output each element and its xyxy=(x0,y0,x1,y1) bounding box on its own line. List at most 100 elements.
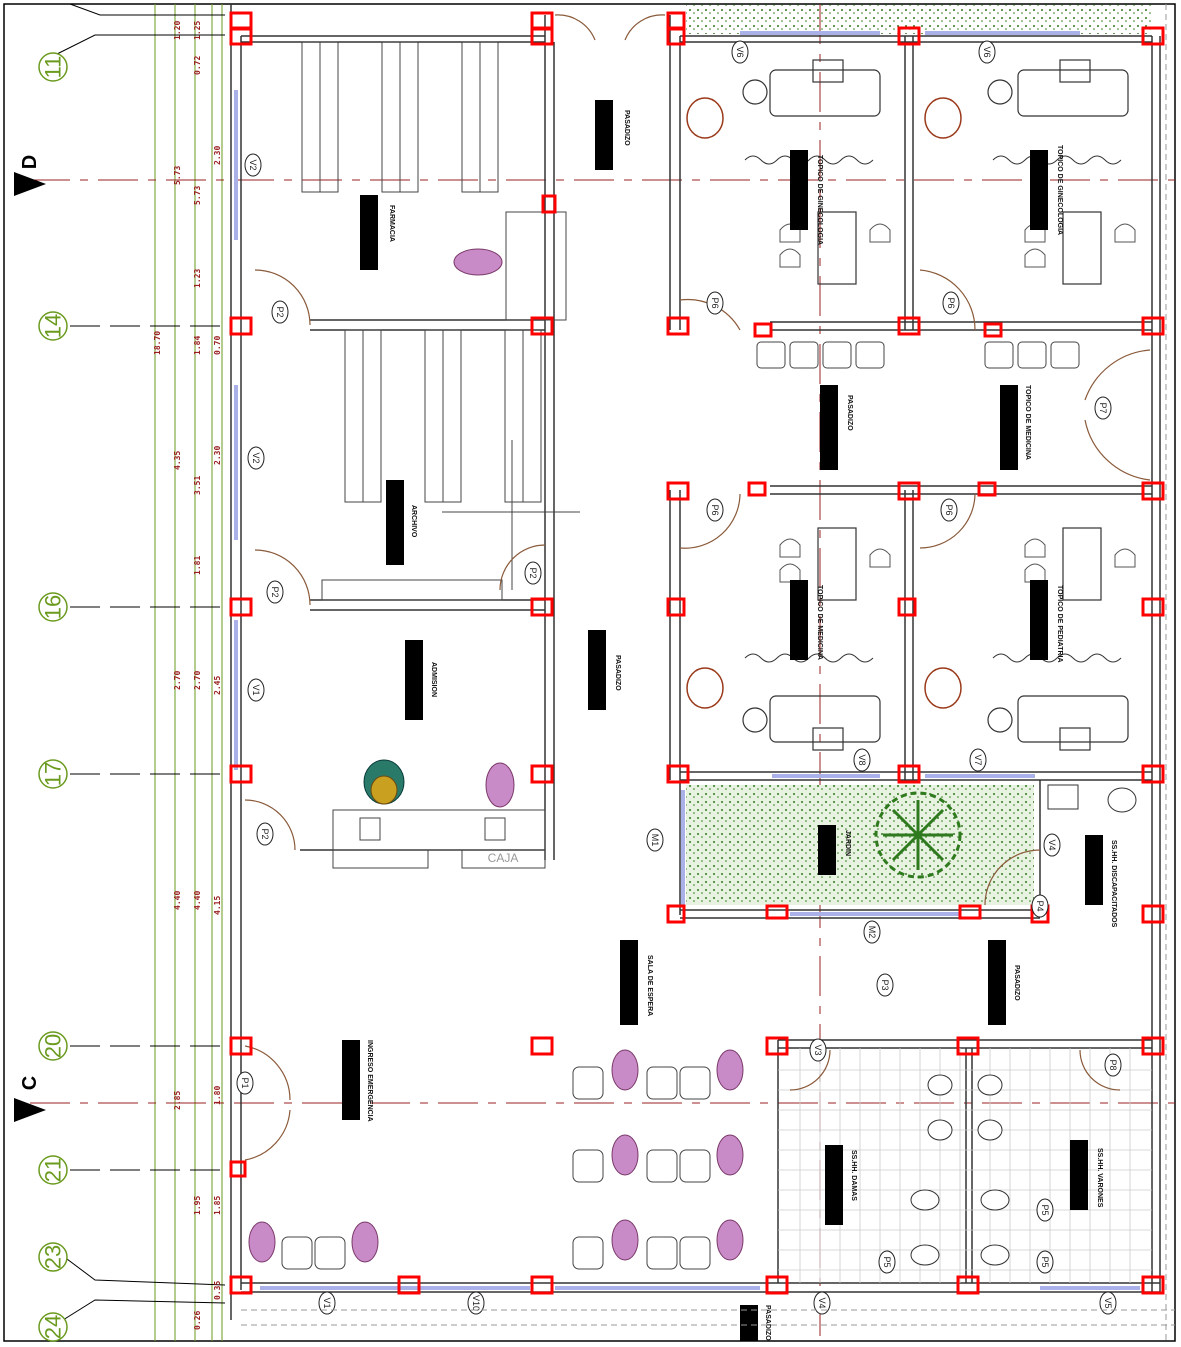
svg-text:P4: P4 xyxy=(1035,900,1045,911)
dimension-texts: 18.70 1.20 5.73 4.35 2.70 4.40 2.85 1.25… xyxy=(153,21,222,1330)
label-topico-ginecologia-2: TOPICO DE GINECOLOGIA xyxy=(1056,145,1063,235)
grid-leaders xyxy=(54,3,226,1326)
svg-text:2.70: 2.70 xyxy=(193,671,202,690)
svg-text:P7: P7 xyxy=(1098,402,1108,413)
section-marker-d: D xyxy=(14,155,46,196)
grid-bubble-14: 14 xyxy=(38,311,68,341)
svg-text:C: C xyxy=(19,1076,41,1090)
label-sshh-discapacitados: SS.HH. DISCAPACITADOS xyxy=(1110,840,1117,928)
window-tags: V2 V2 V1 V6 V6 V8 V7 M1 M2 V4 V3 V1 V10 … xyxy=(244,40,1117,1315)
window-tag-m2: M2 xyxy=(863,920,881,944)
grid-bubbles: 11 14 16 17 20 21 23 24 xyxy=(38,52,68,1342)
svg-text:1.80: 1.80 xyxy=(213,1086,222,1105)
svg-text:0.70: 0.70 xyxy=(213,336,222,355)
svg-text:20: 20 xyxy=(41,1034,66,1058)
admision-staff xyxy=(363,759,405,805)
door-tag-p6-c: P6 xyxy=(706,498,724,522)
svg-text:V6: V6 xyxy=(982,46,992,57)
door-tag-p8: P8 xyxy=(1104,1053,1122,1077)
svg-text:24: 24 xyxy=(41,1315,66,1339)
svg-text:18.70: 18.70 xyxy=(153,331,162,355)
svg-text:1.84: 1.84 xyxy=(193,336,202,355)
svg-text:V2: V2 xyxy=(251,452,261,463)
svg-text:11: 11 xyxy=(41,56,66,79)
window-tag-v3: V3 xyxy=(809,1038,827,1062)
sheet-border xyxy=(3,3,1176,1342)
door-swings xyxy=(244,14,1151,1161)
svg-text:P3: P3 xyxy=(880,979,890,990)
structural-columns xyxy=(229,11,1165,1295)
svg-text:P5: P5 xyxy=(1040,1256,1050,1267)
svg-text:1.20: 1.20 xyxy=(173,21,182,40)
dimension-lines xyxy=(154,4,223,1341)
svg-text:16: 16 xyxy=(41,595,66,619)
label-topico-medicina-2: TOPICO DE MEDICINA xyxy=(816,585,823,660)
svg-text:P8: P8 xyxy=(1108,1059,1118,1070)
door-tag-p3: P3 xyxy=(876,973,894,997)
label-archivo: ARCHIVO xyxy=(410,505,417,538)
room-tag-blocks xyxy=(342,100,1103,1341)
label-farmacia: FARMACIA xyxy=(388,205,395,242)
svg-text:2.30: 2.30 xyxy=(213,446,222,465)
tree-icon xyxy=(874,791,962,879)
label-pasadizo-2: PASADIZO xyxy=(846,395,853,431)
doctor-figures xyxy=(686,97,962,709)
label-admision: ADMISION xyxy=(430,662,437,697)
label-topico-pediatria: TOPICO DE PEDIATRIA xyxy=(1056,585,1063,663)
svg-text:V6: V6 xyxy=(735,46,745,57)
window-tag-v8: V8 xyxy=(853,748,871,772)
corridor-chairs xyxy=(756,341,1080,369)
svg-text:M2: M2 xyxy=(867,926,877,939)
window-tag-v2-a: V2 xyxy=(244,153,262,177)
door-tag-p1: P1 xyxy=(236,1071,254,1095)
room-labels: PASADIZO FARMACIA TOPICO DE GINECOLOGIA … xyxy=(366,110,1117,1341)
grid-bubble-17: 17 xyxy=(38,759,68,789)
svg-text:P5: P5 xyxy=(882,1256,892,1267)
svg-text:4.40: 4.40 xyxy=(173,891,182,910)
svg-text:V3: V3 xyxy=(813,1044,823,1055)
window-tag-v7: V7 xyxy=(969,748,987,772)
curtains xyxy=(744,155,1122,663)
svg-text:2.45: 2.45 xyxy=(213,676,222,695)
svg-text:23: 23 xyxy=(41,1245,66,1269)
svg-text:0.26: 0.26 xyxy=(193,1311,202,1330)
svg-text:P2: P2 xyxy=(275,306,285,317)
svg-text:4.15: 4.15 xyxy=(213,896,222,915)
garden xyxy=(686,4,1151,905)
svg-text:17: 17 xyxy=(41,762,66,786)
svg-text:P1: P1 xyxy=(240,1077,250,1088)
svg-text:3.51: 3.51 xyxy=(193,476,202,495)
admision-counter xyxy=(332,809,546,869)
svg-text:1.23: 1.23 xyxy=(193,269,202,288)
svg-text:P6: P6 xyxy=(710,504,720,515)
svg-text:5.73: 5.73 xyxy=(193,186,202,205)
door-tag-p5-b: P5 xyxy=(1036,1198,1054,1222)
label-pasadizo-4: PASADIZO xyxy=(1013,965,1020,1001)
label-sala-espera: SALA DE ESPERA xyxy=(646,955,653,1016)
svg-text:1.85: 1.85 xyxy=(213,1196,222,1215)
toilet-fixtures xyxy=(910,784,1137,1266)
walls xyxy=(230,4,1161,1320)
svg-text:V7: V7 xyxy=(973,754,983,765)
svg-text:2.30: 2.30 xyxy=(213,146,222,165)
window-tag-v2-b: V2 xyxy=(247,446,265,470)
svg-text:P6: P6 xyxy=(710,297,720,308)
grid-bubble-11: 11 xyxy=(38,52,68,82)
svg-text:P6: P6 xyxy=(944,504,954,515)
door-tag-p5-c: P5 xyxy=(1036,1250,1054,1274)
seated-people xyxy=(248,248,744,1263)
section-markers: D C xyxy=(14,4,1175,1341)
svg-text:V1: V1 xyxy=(322,1297,332,1308)
svg-text:4.35: 4.35 xyxy=(173,451,182,470)
svg-text:2.85: 2.85 xyxy=(173,1091,182,1110)
door-tag-p6-a: P6 xyxy=(706,291,724,315)
svg-text:V2: V2 xyxy=(248,159,258,170)
svg-text:21: 21 xyxy=(41,1158,66,1182)
window-tag-m1: M1 xyxy=(646,828,664,852)
grid-bubble-20: 20 xyxy=(38,1031,68,1061)
label-topico-medicina-1: TOPICO DE MEDICINA xyxy=(1024,385,1031,460)
grid-bubble-24: 24 xyxy=(38,1312,68,1342)
svg-text:1.81: 1.81 xyxy=(193,556,202,575)
door-tag-p6-b: P6 xyxy=(942,291,960,315)
